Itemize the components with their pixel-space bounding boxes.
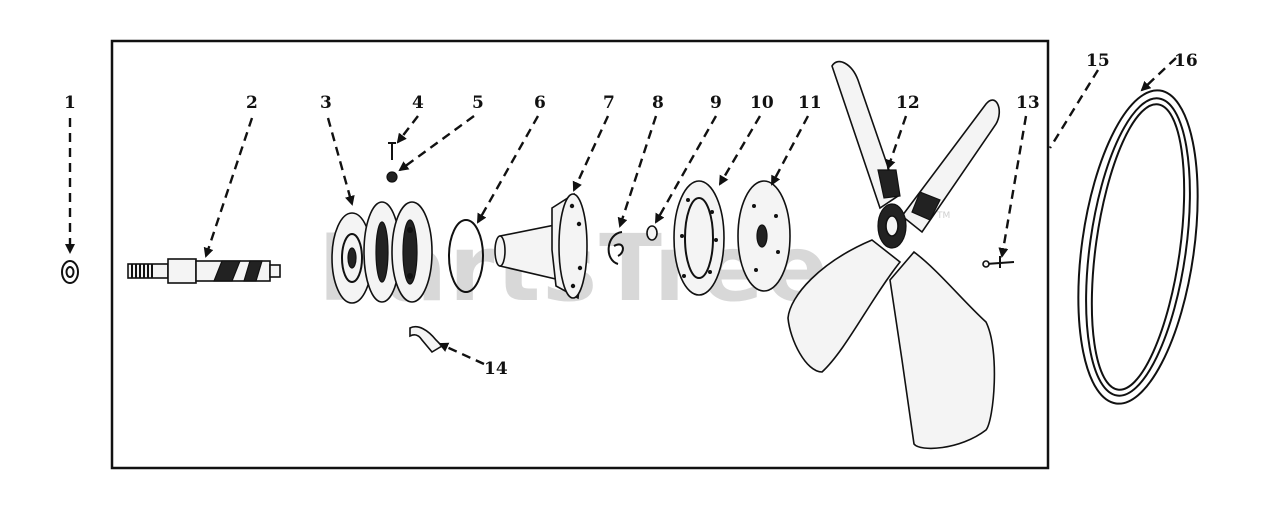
part-5-ball xyxy=(386,171,398,183)
callout-9: 9 xyxy=(710,93,722,113)
diagram-frame xyxy=(110,39,1050,470)
part-6-ring xyxy=(448,219,484,293)
leader-lines xyxy=(65,57,1177,366)
callout-16: 16 xyxy=(1174,51,1198,71)
part-14-washer xyxy=(409,325,444,354)
part-2-shaft xyxy=(127,258,281,284)
callout-1: 1 xyxy=(64,93,76,113)
part-11-plate xyxy=(737,180,791,292)
callout-2: 2 xyxy=(246,93,258,113)
part-12-fan xyxy=(787,60,1001,450)
callout-3: 3 xyxy=(320,93,332,113)
callout-6: 6 xyxy=(534,93,546,113)
part-15-16-belt xyxy=(1077,89,1199,405)
callout-5: 5 xyxy=(472,93,484,113)
part-10-gasket xyxy=(673,180,725,296)
part-1-nut xyxy=(61,260,79,284)
callout-labels: 1 2 3 4 5 6 7 8 9 10 11 12 13 14 15 16 xyxy=(64,51,1198,379)
callout-11: 11 xyxy=(798,93,822,113)
part-9-bolt xyxy=(646,225,658,241)
callout-14: 14 xyxy=(484,359,508,379)
callout-10: 10 xyxy=(750,93,774,113)
part-4-pin xyxy=(388,142,396,160)
callout-4: 4 xyxy=(412,93,424,113)
callout-15: 15 xyxy=(1086,51,1110,71)
callout-13: 13 xyxy=(1016,93,1040,113)
callout-8: 8 xyxy=(652,93,664,113)
part-7-hub xyxy=(494,192,588,300)
part-13-screw xyxy=(982,256,1015,268)
callout-12: 12 xyxy=(896,93,920,113)
callout-7: 7 xyxy=(603,93,615,113)
watermark-trademark: TM xyxy=(936,211,950,221)
part-3-pulley xyxy=(331,201,433,304)
part-8-clip xyxy=(607,231,624,265)
